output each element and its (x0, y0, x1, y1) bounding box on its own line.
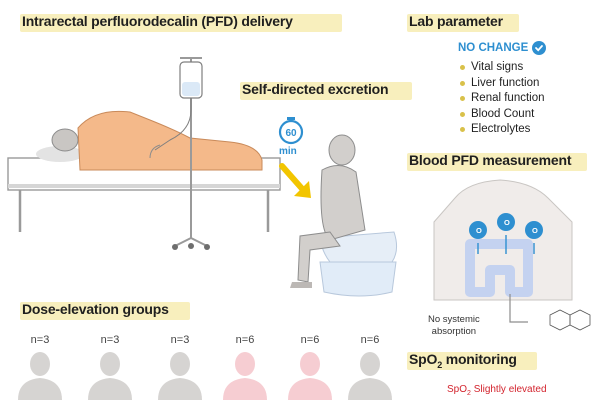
no-change-status: NO CHANGE (458, 41, 547, 55)
group-label: n=6 (235, 334, 255, 346)
timer-unit: min (279, 146, 297, 157)
title-highlight (407, 153, 587, 171)
bed-illustration (7, 110, 281, 232)
stopwatch-icon (278, 117, 304, 145)
iv-stand-illustration (154, 57, 210, 250)
lab-item: Electrolytes (460, 122, 545, 138)
person-figure-head (235, 352, 255, 376)
title-highlight (407, 14, 519, 32)
lab-item-label: Renal function (471, 92, 545, 104)
group-label: n=3 (100, 334, 120, 346)
person-figure-body (88, 378, 132, 400)
person-figure-head (360, 352, 380, 376)
lab-item: Vital signs (460, 60, 545, 76)
dose-title: Dose-elevation groups (22, 301, 169, 317)
delivery-title: Intrarectal perfluorodecalin (PFD) deliv… (22, 13, 293, 29)
no-systemic-absorption: No systemic absorption (428, 314, 480, 338)
timer-value: 60 (285, 128, 297, 139)
lab-title: Lab parameter (409, 13, 503, 29)
lab-item: Renal function (460, 91, 545, 107)
spo2-prefix: SpO (409, 351, 438, 367)
lab-item-label: Liver function (471, 76, 540, 89)
title-highlight (407, 352, 537, 370)
molecule-icon (549, 309, 591, 331)
dose-figure-group (18, 352, 392, 400)
title-highlight (20, 14, 342, 32)
lab-item-label: Blood Count (471, 107, 535, 120)
group-label: n=3 (30, 334, 50, 346)
bullet-icon (460, 127, 465, 133)
person-figure-body (223, 378, 267, 400)
group-label: n=3 (170, 334, 190, 346)
lab-item-label: Electrolytes (471, 123, 531, 135)
bullet-icon (460, 96, 465, 102)
bullet-icon (460, 80, 465, 86)
person-figure-head (100, 352, 120, 376)
o2-label: O (532, 226, 538, 235)
lab-item-label: Vital signs (471, 61, 524, 73)
lab-list: Vital signs Liver function Renal functio… (460, 60, 545, 138)
title-highlight (20, 302, 190, 320)
spo2-result-prefix: SpO (447, 384, 468, 395)
spo2-result-suffix: Slightly elevated (470, 384, 547, 395)
person-figure-body (288, 378, 332, 400)
bullet-icon (460, 65, 465, 71)
bullet-icon (460, 111, 465, 117)
no-change-label: NO CHANGE (458, 42, 529, 54)
no-systemic-line2: absorption (431, 326, 477, 337)
o2-label: O (504, 218, 510, 227)
spo2-suffix: monitoring (442, 351, 517, 367)
torso-illustration (433, 179, 573, 323)
excretion-title: Self-directed excretion (242, 81, 389, 97)
no-systemic-line1: No systemic (428, 314, 480, 325)
person-figure-body (348, 378, 392, 400)
person-figure-body (158, 378, 202, 400)
seated-person-illustration (290, 134, 398, 297)
title-highlight (240, 82, 412, 100)
person-figure-body (18, 378, 62, 400)
checkmark-icon (532, 41, 547, 55)
group-label: n=6 (360, 334, 380, 346)
lab-item: Liver function (460, 76, 545, 92)
spo2-result: SpO2 Slightly elevated (447, 384, 547, 397)
lab-item: Blood Count (460, 107, 545, 123)
person-figure-head (170, 352, 190, 376)
o2-label: O (476, 226, 482, 235)
blood-title: Blood PFD measurement (409, 152, 572, 168)
person-figure-head (300, 352, 320, 376)
group-label: n=6 (300, 334, 320, 346)
spo2-result-sub: 2 (467, 390, 471, 397)
arrow-icon (279, 163, 311, 198)
spo2-sub: 2 (437, 359, 442, 370)
oxygen-bubble-icon (469, 213, 543, 254)
person-figure-head (30, 352, 50, 376)
spo2-title: SpO2 monitoring (409, 350, 517, 374)
